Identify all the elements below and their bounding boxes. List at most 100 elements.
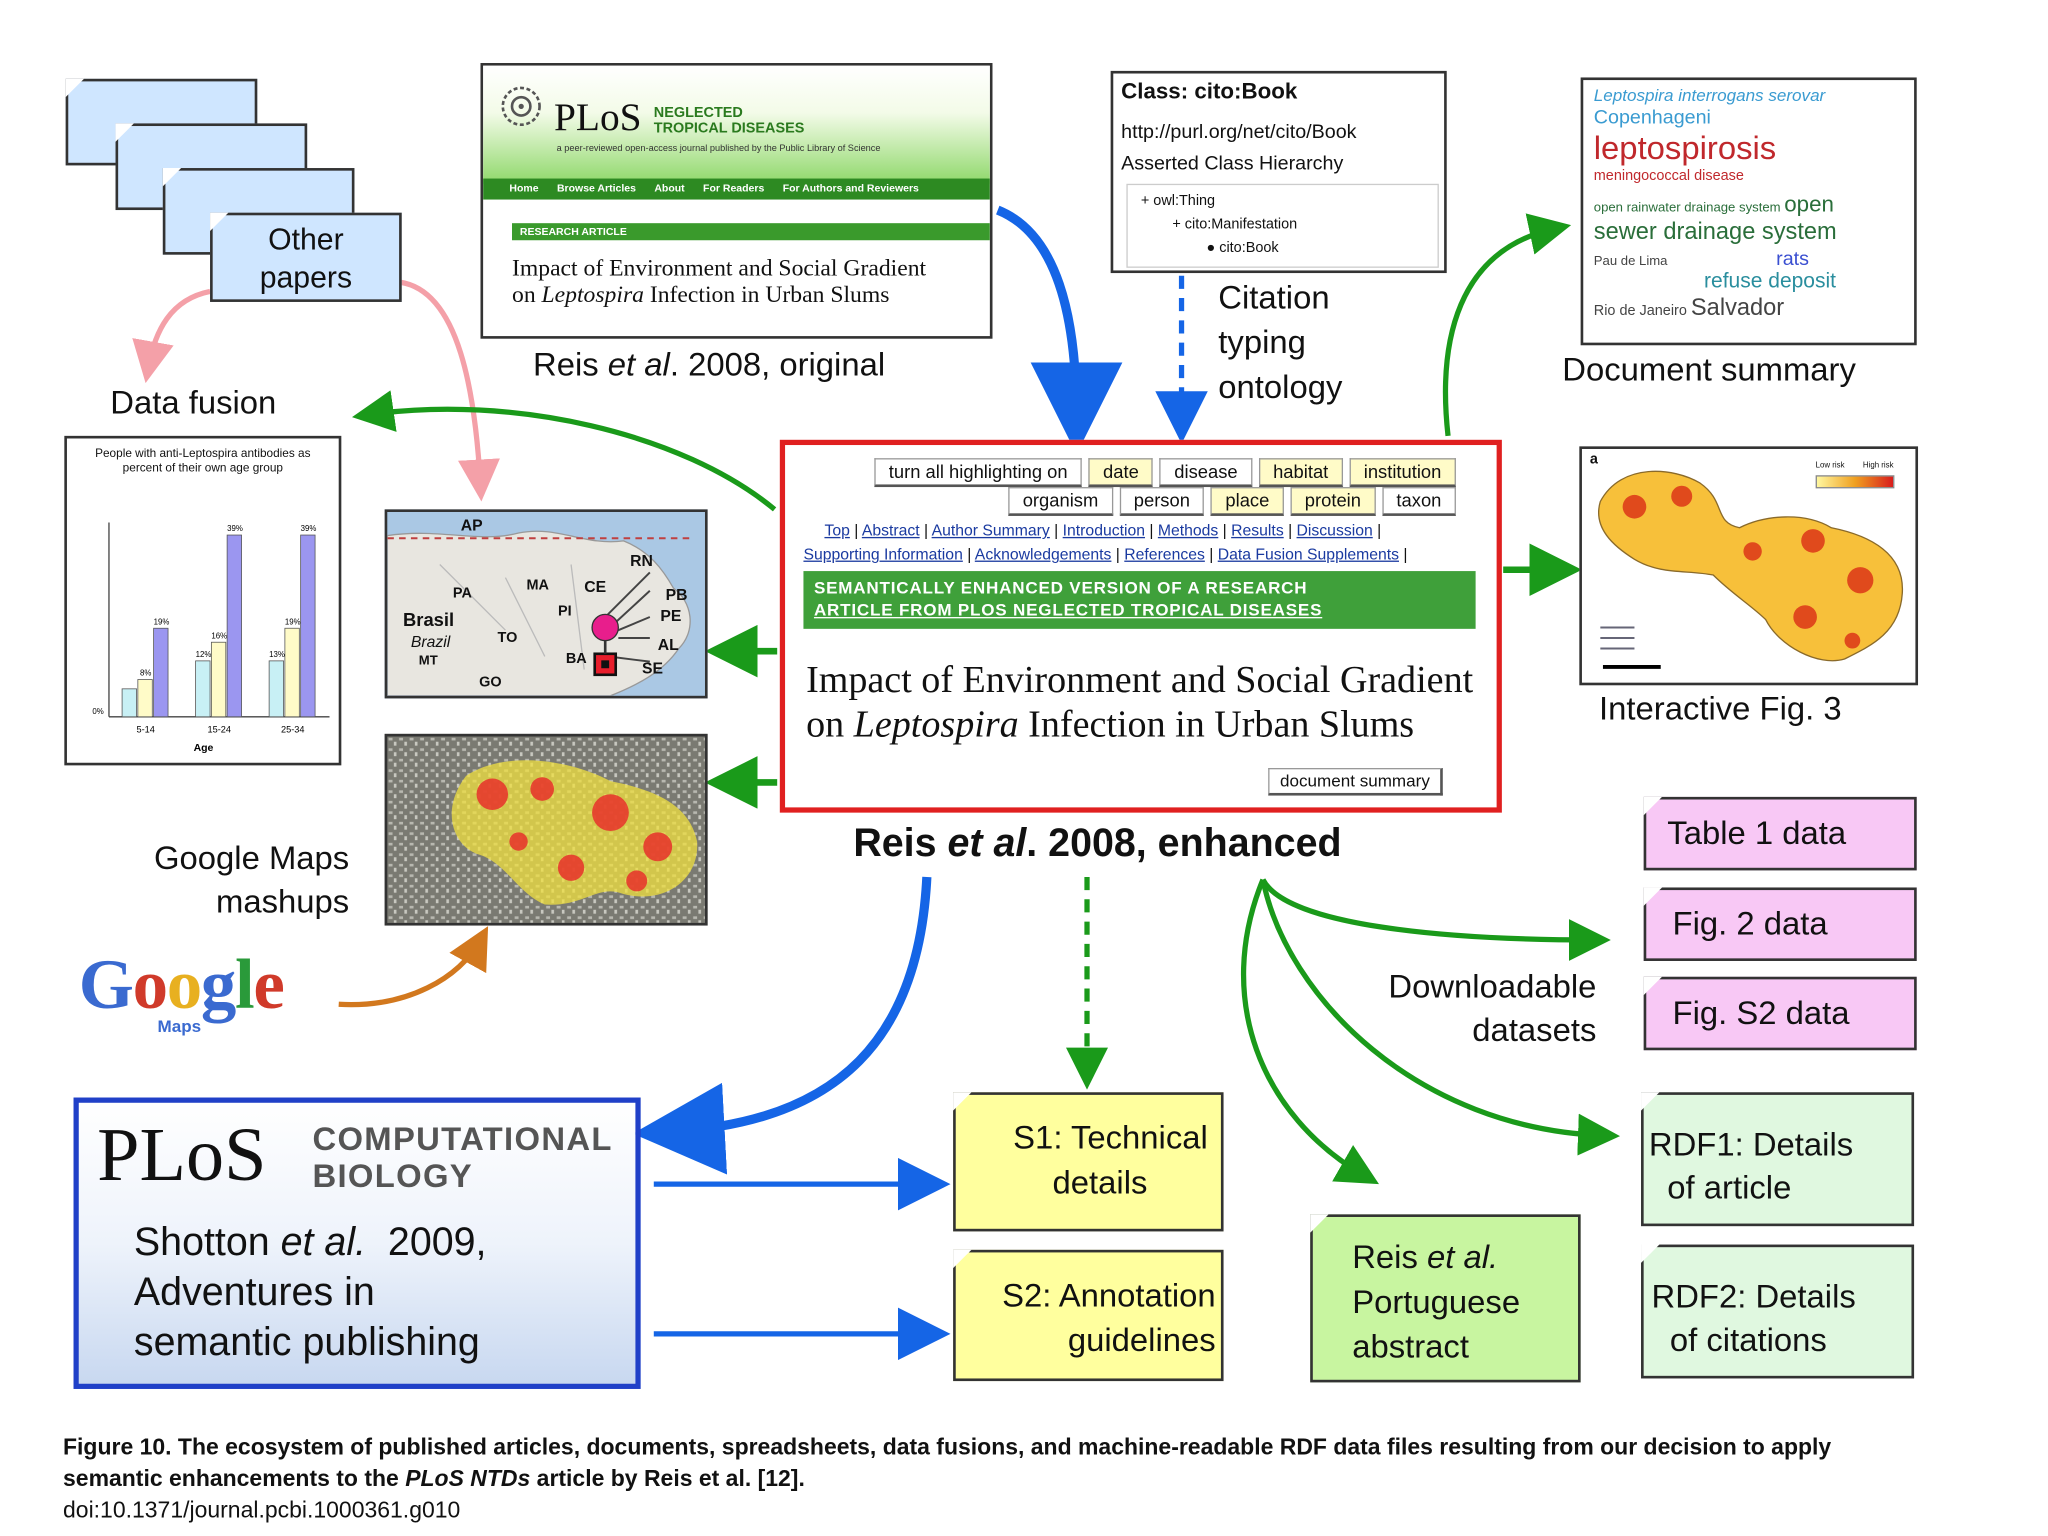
cloud-word: Rio de Janeiro: [1593, 303, 1687, 320]
plos-emblem-icon: [501, 86, 541, 127]
cito-tree-node-book: ● cito:Book: [1206, 240, 1278, 256]
article-nav-link[interactable]: Methods: [1157, 521, 1219, 540]
title-italic: Leptospira: [541, 280, 644, 308]
x-tick-label: 5-14: [137, 725, 155, 735]
article-nav-link[interactable]: Author Summary: [931, 521, 1050, 540]
ntd-nav-item[interactable]: For Readers: [703, 182, 765, 195]
journal-line-1: COMPUTATIONAL: [312, 1121, 613, 1158]
map-label: TO: [497, 630, 518, 646]
bar: [268, 660, 284, 718]
arrow-enhanced-to-table1: [1260, 878, 1611, 961]
article-nav-link[interactable]: Supporting Information: [803, 544, 963, 564]
cloud-word: leptospirosis: [1593, 129, 1777, 167]
cloud-word: Leptospira interrogans serovar: [1593, 85, 1826, 106]
plos-cb-journal-name: COMPUTATIONAL BIOLOGY: [312, 1121, 612, 1195]
figure-caption-text: Figure 10. The ecosystem of published ar…: [63, 1431, 1927, 1494]
chart-plot: 0%8%19%5-1412%16%39%15-2413%19%39%25-34A…: [92, 522, 330, 754]
semantic-enhanced-banner: SEMANTICALLY ENHANCED VERSION OF A RESEA…: [803, 571, 1476, 629]
bar-data-label: 19%: [154, 617, 170, 626]
cloud-word: Copenhageni: [1593, 106, 1711, 129]
plos-ntd-navbar: Home Browse Articles About For Readers For A…: [483, 178, 990, 200]
document-summary-button[interactable]: document summary: [1268, 768, 1443, 796]
cito-book-text: cito:Book: [1219, 240, 1279, 257]
highlight-toggle-organism[interactable]: organism: [1008, 487, 1113, 516]
interactive-fig-caption: Interactive Fig. 3: [1599, 690, 1842, 728]
caption-text-end: article by Reis et al. [12].: [530, 1465, 805, 1492]
highlight-toggle-person[interactable]: person: [1119, 487, 1205, 516]
bar-data-label: 8%: [140, 669, 151, 678]
bar-data-label: 39%: [301, 524, 317, 533]
bar-data-label: 39%: [227, 524, 243, 533]
bar: [153, 627, 169, 718]
ntd-nav-item[interactable]: Browse Articles: [556, 182, 636, 195]
arrow-papers-to-fusion: [132, 288, 211, 384]
map-label: PB: [665, 585, 688, 604]
highlight-toggle-institution[interactable]: institution: [1349, 458, 1456, 488]
s1-label: S1: Technical details: [971, 1116, 1208, 1205]
arrow-original-to-enhanced: [995, 205, 1123, 455]
article-nav-link[interactable]: Data Fusion Supplements: [1217, 544, 1399, 564]
bar: [226, 534, 242, 718]
caption-text-end: . 2008, original: [669, 346, 886, 384]
cito-caption-line-2: typing: [1218, 324, 1306, 362]
google-maps-logo: Google: [79, 945, 285, 1025]
brazil-map-shape: [387, 530, 691, 696]
map-label: Brazil: [410, 632, 451, 652]
supplement-s2: S2: Annotation guidelines: [953, 1249, 1224, 1382]
cito-caption-line-3: ontology: [1218, 368, 1343, 406]
arrow-enhanced-to-fusion: [351, 390, 777, 512]
google-maps-logo-sub: Maps: [157, 1016, 202, 1036]
article-nav-link[interactable]: Discussion: [1296, 521, 1373, 540]
nav-separator: |: [1218, 521, 1232, 540]
cloud-word: Salvador: [1690, 294, 1785, 321]
highlight-toggle-disease[interactable]: disease: [1159, 458, 1253, 488]
caption-italic: et al: [607, 346, 670, 384]
map-label: Brasil: [403, 609, 455, 631]
other-papers-card: Other papers: [210, 212, 402, 302]
article-nav-link[interactable]: Top: [824, 521, 850, 540]
ntd-nav-item[interactable]: For Authors and Reviewers: [782, 182, 919, 195]
dataset-table1: Table 1 data: [1643, 796, 1917, 871]
article-nav-link[interactable]: References: [1124, 544, 1205, 564]
title-italic: Leptospira: [853, 703, 1019, 746]
line-3: semantic publishing: [133, 1320, 480, 1365]
google-logo-letter: e: [253, 945, 284, 1025]
downloadable-datasets-label: Downloadable datasets: [1339, 966, 1596, 1053]
highlight-toggle-habitat[interactable]: habitat: [1258, 458, 1343, 488]
journal-line-2: TROPICAL DISEASES: [653, 120, 805, 137]
article-nav-link[interactable]: Introduction: [1062, 521, 1146, 540]
article-nav-link[interactable]: Acknowledgements: [974, 544, 1112, 564]
highlight-toggle-turn-all-highlighting-on[interactable]: turn all highlighting on: [874, 458, 1083, 488]
google-maps-caption: Google Maps mashups: [118, 838, 349, 925]
google-logo-letter: o: [166, 945, 202, 1025]
map-label: BA: [565, 651, 587, 667]
journal-line-2: BIOLOGY: [312, 1157, 474, 1195]
cito-caption: Citation typing ontology: [1218, 276, 1342, 410]
highlight-toggle-protein[interactable]: protein: [1290, 487, 1376, 516]
highlight-toggle-place[interactable]: place: [1210, 487, 1284, 516]
figure-caption: Figure 10. The ecosystem of published ar…: [63, 1431, 1927, 1526]
ntd-nav-item[interactable]: Home: [509, 182, 539, 195]
other-papers-label: Other papers: [259, 221, 353, 295]
line-1-end: 2009,: [366, 1220, 487, 1265]
banner-line-2: ARTICLE FROM PLOS NEGLECTED TROPICAL DIS…: [813, 599, 1323, 620]
highlight-toggle-taxon[interactable]: taxon: [1381, 487, 1456, 516]
panel-letter: a: [1589, 451, 1598, 468]
arrow-enhanced-to-rdf1: [1260, 879, 1621, 1156]
x-axis-label: Age: [194, 742, 214, 754]
original-caption: Reis et al. 2008, original: [533, 344, 885, 387]
article-nav-link[interactable]: Results: [1231, 521, 1284, 540]
bullet-icon: ●: [1206, 240, 1220, 257]
s2-line-1: S2: Annotation: [1002, 1277, 1216, 1315]
caption-text: Reis: [853, 821, 948, 866]
bar-data-label: 12%: [196, 650, 212, 659]
plos-ntd-logo: PLoS: [554, 95, 642, 140]
ntd-nav-item[interactable]: About: [654, 182, 685, 195]
interactive-fig-panel: a Low risk High risk: [1579, 446, 1919, 686]
title-text-end: Infection in Urban Slums: [643, 280, 890, 308]
highlight-toggle-date[interactable]: date: [1088, 458, 1154, 488]
article-nav-link[interactable]: Abstract: [861, 521, 920, 540]
dataset-label: Table 1 data: [1667, 815, 1847, 853]
